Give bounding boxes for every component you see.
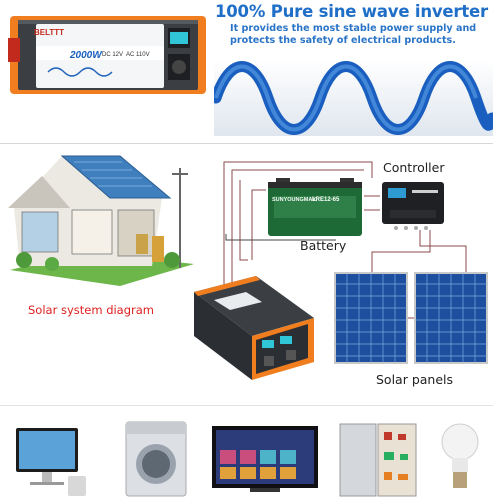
refrigerator-icon	[339, 423, 417, 497]
inverter-output-voltage: AC 110V	[126, 52, 150, 58]
solar-panel-icon	[414, 272, 488, 364]
battery-label: Battery	[300, 238, 347, 253]
section-divider	[0, 143, 493, 144]
house-illustration	[8, 155, 194, 286]
inverter-model: 2000W	[70, 50, 102, 61]
controller-icon	[382, 182, 444, 230]
solar-panels-label: Solar panels	[376, 372, 454, 387]
washing-machine-icon	[125, 421, 187, 497]
inverter-brand: BELTTT	[34, 28, 65, 37]
monitor-icon	[16, 428, 86, 496]
section-divider	[0, 405, 493, 406]
inverter-product-image	[8, 16, 206, 94]
battery-icon	[268, 178, 362, 236]
inverter-input-voltage: DC 12V	[102, 52, 124, 58]
battery-model: LRE12-65	[312, 197, 340, 203]
headline: 100% Pure sine wave inverter	[215, 2, 488, 21]
inverter-diagram-image	[194, 276, 314, 380]
battery-brand: SUNYOUNGMAX	[272, 197, 317, 203]
controller-label: Controller	[383, 160, 445, 175]
switch-icon	[8, 38, 20, 62]
sine-wave-illustration	[214, 60, 493, 136]
television-icon	[212, 426, 318, 492]
light-bulb-icon	[441, 423, 479, 488]
subtext: It provides the most stable power supply…	[230, 23, 477, 46]
solar-system-label: Solar system diagram	[28, 303, 155, 317]
solar-panel-icon	[334, 272, 408, 364]
